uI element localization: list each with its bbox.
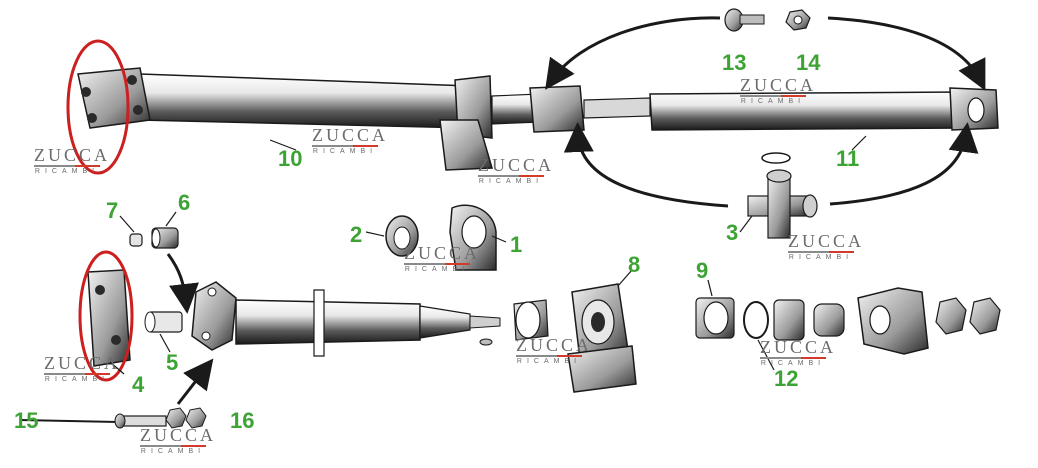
callout-7: 7 xyxy=(106,198,119,223)
callout-6: 6 xyxy=(178,190,191,215)
snap-ring xyxy=(743,301,769,339)
bush-7 xyxy=(129,233,143,247)
watermark-brand: ZUCCA xyxy=(44,353,121,373)
watermark-sub: RICAMBI xyxy=(312,148,378,155)
rear-propshaft-11 xyxy=(649,87,999,131)
hardware-set-12 xyxy=(743,287,1001,355)
watermark-brand: ZUCCA xyxy=(312,125,389,145)
nut-16 xyxy=(165,407,207,429)
callout-16: 16 xyxy=(230,408,255,433)
lower-shaft-section xyxy=(191,281,501,357)
coupling-bolt xyxy=(133,105,143,115)
pointer-arrow xyxy=(563,122,729,208)
watermark-sub: RICAMBI xyxy=(44,376,110,383)
brand-watermark: ZUCCA RICAMBI xyxy=(760,337,837,367)
brand-watermark: ZUCCA RICAMBI xyxy=(312,125,389,155)
callout-3: 3 xyxy=(726,220,739,245)
coupling-bolt xyxy=(127,75,137,85)
watermark-brand: ZUCCA xyxy=(516,335,593,355)
leader-lines xyxy=(109,135,867,375)
watermark-brand: ZUCCA xyxy=(788,231,865,251)
watermark-rule xyxy=(44,373,110,375)
coupling-bolt xyxy=(81,87,91,97)
brand-watermark: ZUCCA RICAMBI xyxy=(404,243,481,273)
bolt-15 xyxy=(19,413,167,429)
bush-6 xyxy=(151,227,179,249)
flange-nut xyxy=(935,297,967,335)
watermark-brand: ZUCCA xyxy=(34,145,111,165)
watermark-brand: ZUCCA xyxy=(760,337,837,357)
pointer-arrow xyxy=(827,16,986,91)
callout-10: 10 xyxy=(278,146,303,171)
brand-watermark: ZUCCA RICAMBI xyxy=(34,145,111,175)
brand-watermark: ZUCCA RICAMBI xyxy=(140,425,217,455)
watermark-brand: ZUCCA xyxy=(140,425,217,445)
watermark-rule xyxy=(34,165,100,167)
callout-8: 8 xyxy=(628,252,641,277)
coupling-bolt xyxy=(87,113,97,123)
universal-joint-yoke xyxy=(529,85,585,133)
callout-15: 15 xyxy=(14,408,39,433)
watermark-rule xyxy=(312,145,378,147)
pointer-arrow xyxy=(829,122,979,206)
brand-watermark: ZUCCA RICAMBI xyxy=(516,335,593,365)
companion-flange xyxy=(857,287,929,355)
watermark-rule xyxy=(516,355,582,357)
bearing-bracket xyxy=(567,345,637,393)
watermark-rule xyxy=(404,263,470,265)
rubber-seal xyxy=(813,303,845,337)
brand-watermark: ZUCCA RICAMBI xyxy=(788,231,865,261)
callout-9: 9 xyxy=(696,258,709,283)
watermark-sub: RICAMBI xyxy=(404,266,470,273)
lock-nut xyxy=(969,297,1001,335)
watermark-rule xyxy=(478,175,544,177)
bearing-9 xyxy=(695,297,735,339)
watermark-brand: ZUCCA xyxy=(740,75,817,95)
watermark-rule xyxy=(740,95,806,97)
nut-14 xyxy=(785,9,811,31)
callout-11: 11 xyxy=(836,146,860,171)
callout-14: 14 xyxy=(796,50,821,75)
rubber-mount-2 xyxy=(385,215,419,257)
watermark-sub: RICAMBI xyxy=(34,168,100,175)
seal-housing xyxy=(773,299,805,341)
watermark-rule xyxy=(140,445,206,447)
brand-watermark: ZUCCA RICAMBI xyxy=(44,353,121,383)
watermark-rule xyxy=(760,357,826,359)
circlip xyxy=(761,152,791,164)
universal-joint-cross-3 xyxy=(747,152,818,239)
front-propshaft-10 xyxy=(77,67,651,171)
watermark-sub: RICAMBI xyxy=(788,254,854,261)
watermark-sub: RICAMBI xyxy=(760,360,826,367)
callout-5: 5 xyxy=(166,350,179,375)
flex-disc-coupling-4 xyxy=(87,269,131,367)
highlight-ring-front-coupling xyxy=(66,39,130,175)
brand-watermark: ZUCCA RICAMBI xyxy=(478,155,555,185)
watermark-rule xyxy=(788,251,854,253)
highlight-ring-flex-disc xyxy=(78,250,134,382)
callout-4: 4 xyxy=(132,372,145,397)
watermark-brand: ZUCCA xyxy=(478,155,555,175)
callout-1: 1 xyxy=(510,232,523,257)
watermark-brand: ZUCCA xyxy=(404,243,481,263)
watermark-sub: RICAMBI xyxy=(478,178,544,185)
watermark-sub: RICAMBI xyxy=(140,448,206,455)
watermark-sub: RICAMBI xyxy=(740,98,806,105)
bushing-sleeve-5 xyxy=(144,311,183,333)
pointer-arrow xyxy=(545,16,721,90)
brand-watermark: ZUCCA RICAMBI xyxy=(740,75,817,105)
pointer-arrow xyxy=(166,253,199,314)
center-bearing-bracket xyxy=(439,119,493,171)
bolt-13 xyxy=(724,8,765,32)
watermark-sub: RICAMBI xyxy=(516,358,582,365)
rubber-insulator-1 xyxy=(449,204,497,271)
callout-12: 12 xyxy=(774,366,799,391)
pointer-arrow xyxy=(176,358,214,405)
callout-2: 2 xyxy=(350,222,363,247)
callout-13: 13 xyxy=(722,50,747,75)
center-bearing-8 xyxy=(513,283,637,393)
